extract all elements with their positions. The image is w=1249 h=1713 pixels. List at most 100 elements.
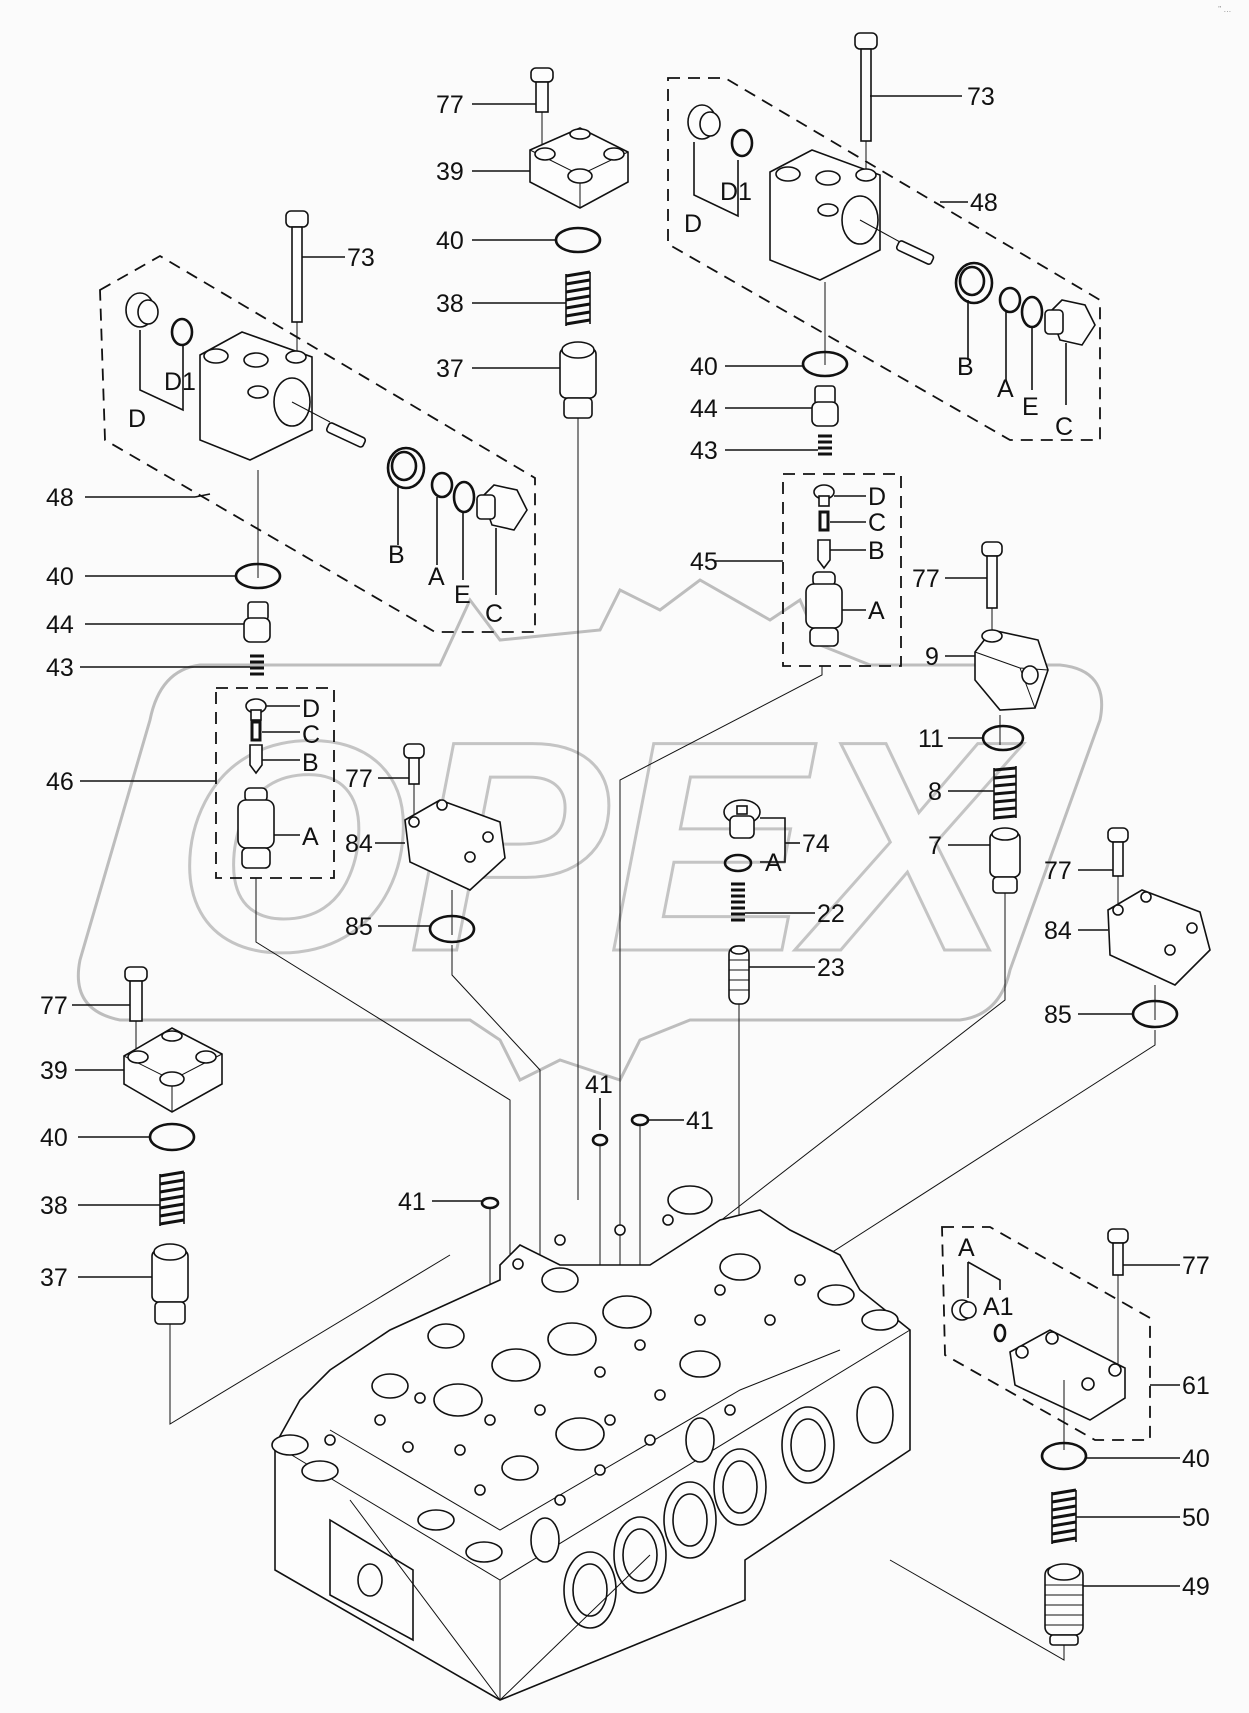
label-40[interactable]: 40 bbox=[1182, 1445, 1210, 1473]
label-38[interactable]: 38 bbox=[40, 1192, 68, 1220]
bolt-73-icon bbox=[285, 210, 309, 355]
label-B[interactable]: B bbox=[388, 541, 405, 569]
label-B[interactable]: B bbox=[868, 537, 885, 565]
oring-D1-icon bbox=[730, 128, 754, 158]
label-77[interactable]: 77 bbox=[1044, 857, 1072, 885]
label-22[interactable]: 22 bbox=[817, 900, 845, 928]
label-A[interactable]: A bbox=[958, 1234, 975, 1262]
label-46[interactable]: 46 bbox=[46, 768, 74, 796]
group-left-cartridge-46: D C B A 46 bbox=[46, 687, 511, 1330]
cartridge-B-icon bbox=[249, 744, 263, 775]
label-84[interactable]: 84 bbox=[1044, 917, 1072, 945]
label-41[interactable]: 41 bbox=[398, 1188, 426, 1216]
cartridge-D-icon bbox=[245, 698, 267, 721]
plug-37-icon bbox=[151, 1243, 189, 1325]
label-45[interactable]: 45 bbox=[690, 548, 718, 576]
label-44[interactable]: 44 bbox=[46, 611, 74, 639]
main-valve-housing bbox=[271, 1185, 911, 1701]
plug-37-icon bbox=[559, 341, 597, 1200]
label-C[interactable]: C bbox=[485, 600, 503, 628]
label-D1[interactable]: D1 bbox=[720, 178, 752, 206]
oring-41-icon bbox=[591, 1133, 609, 1147]
plug-C-icon bbox=[1044, 299, 1096, 346]
plug-49-icon bbox=[1044, 1563, 1084, 1646]
bolt-73-icon bbox=[854, 32, 878, 170]
label-D[interactable]: D bbox=[128, 405, 146, 433]
label-37[interactable]: 37 bbox=[40, 1264, 68, 1292]
cartridge-D-icon bbox=[813, 484, 835, 507]
label-C[interactable]: C bbox=[1055, 413, 1073, 441]
label-7[interactable]: 7 bbox=[928, 832, 942, 860]
label-A[interactable]: A bbox=[765, 849, 782, 877]
label-40[interactable]: 40 bbox=[46, 563, 74, 591]
group-bottom-right-61: A A1 77 61 40 50 bbox=[889, 1226, 1210, 1661]
label-61[interactable]: 61 bbox=[1182, 1372, 1210, 1400]
label-40[interactable]: 40 bbox=[436, 227, 464, 255]
label-A[interactable]: A bbox=[302, 823, 319, 851]
group-left-cap: 77 39 40 38 37 bbox=[40, 966, 451, 1425]
label-77[interactable]: 77 bbox=[912, 565, 940, 593]
label-49[interactable]: 49 bbox=[1182, 1573, 1210, 1601]
label-A[interactable]: A bbox=[997, 375, 1014, 403]
group-center-cover-84: 77 84 85 bbox=[345, 743, 541, 1295]
label-84[interactable]: 84 bbox=[345, 830, 373, 858]
spring-B-icon bbox=[954, 261, 994, 305]
spring-43-icon bbox=[250, 654, 264, 676]
label-39[interactable]: 39 bbox=[436, 158, 464, 186]
label-43[interactable]: 43 bbox=[46, 654, 74, 682]
group-top-center-cap: 77 39 40 38 37 bbox=[436, 67, 629, 1200]
label-77[interactable]: 77 bbox=[40, 992, 68, 1020]
label-11[interactable]: 11 bbox=[918, 725, 944, 753]
spring-B-icon bbox=[386, 446, 426, 490]
assembly-48-outline bbox=[667, 77, 1101, 441]
label-C[interactable]: C bbox=[302, 721, 320, 749]
label-38[interactable]: 38 bbox=[436, 290, 464, 318]
plug-D-icon bbox=[125, 292, 159, 328]
label-41[interactable]: 41 bbox=[686, 1107, 714, 1135]
label-77[interactable]: 77 bbox=[1182, 1252, 1210, 1280]
label-A1[interactable]: A1 bbox=[983, 1293, 1014, 1321]
label-50[interactable]: 50 bbox=[1182, 1504, 1210, 1532]
label-77[interactable]: 77 bbox=[345, 765, 373, 793]
cartridge-C-icon bbox=[250, 720, 262, 742]
oring-85-icon bbox=[428, 914, 476, 944]
label-D[interactable]: D bbox=[868, 483, 886, 511]
label-23[interactable]: 23 bbox=[817, 954, 845, 982]
label-37[interactable]: 37 bbox=[436, 355, 464, 383]
cover-39-icon bbox=[529, 127, 629, 209]
label-C[interactable]: C bbox=[868, 509, 886, 537]
label-A[interactable]: A bbox=[428, 563, 445, 591]
label-73[interactable]: 73 bbox=[347, 244, 375, 272]
label-39[interactable]: 39 bbox=[40, 1057, 68, 1085]
label-48[interactable]: 48 bbox=[46, 484, 74, 512]
label-48[interactable]: 48 bbox=[970, 189, 998, 217]
label-8[interactable]: 8 bbox=[928, 778, 942, 806]
label-85[interactable]: 85 bbox=[345, 913, 373, 941]
label-9[interactable]: 9 bbox=[925, 643, 939, 671]
label-E[interactable]: E bbox=[454, 581, 471, 609]
label-40[interactable]: 40 bbox=[40, 1124, 68, 1152]
label-B[interactable]: B bbox=[957, 353, 974, 381]
label-41[interactable]: 41 bbox=[585, 1071, 613, 1099]
oring-41-icon bbox=[480, 1196, 500, 1210]
label-85[interactable]: 85 bbox=[1044, 1001, 1072, 1029]
label-E[interactable]: E bbox=[1022, 393, 1039, 421]
label-A[interactable]: A bbox=[868, 597, 885, 625]
label-43[interactable]: 43 bbox=[690, 437, 718, 465]
label-B[interactable]: B bbox=[302, 749, 319, 777]
label-D[interactable]: D bbox=[302, 695, 320, 723]
label-40[interactable]: 40 bbox=[690, 353, 718, 381]
label-44[interactable]: 44 bbox=[690, 395, 718, 423]
label-74[interactable]: 74 bbox=[802, 830, 830, 858]
spool-icon bbox=[859, 219, 935, 265]
cover-84-icon bbox=[1107, 889, 1211, 986]
bolt-77-icon bbox=[981, 541, 1003, 630]
label-73[interactable]: 73 bbox=[967, 83, 995, 111]
cover-39-icon bbox=[123, 1027, 223, 1113]
spring-50-icon bbox=[1051, 1488, 1077, 1544]
label-D1[interactable]: D1 bbox=[164, 368, 196, 396]
label-77[interactable]: 77 bbox=[436, 91, 464, 119]
label-D[interactable]: D bbox=[684, 210, 702, 238]
spring-38-icon bbox=[565, 270, 591, 326]
